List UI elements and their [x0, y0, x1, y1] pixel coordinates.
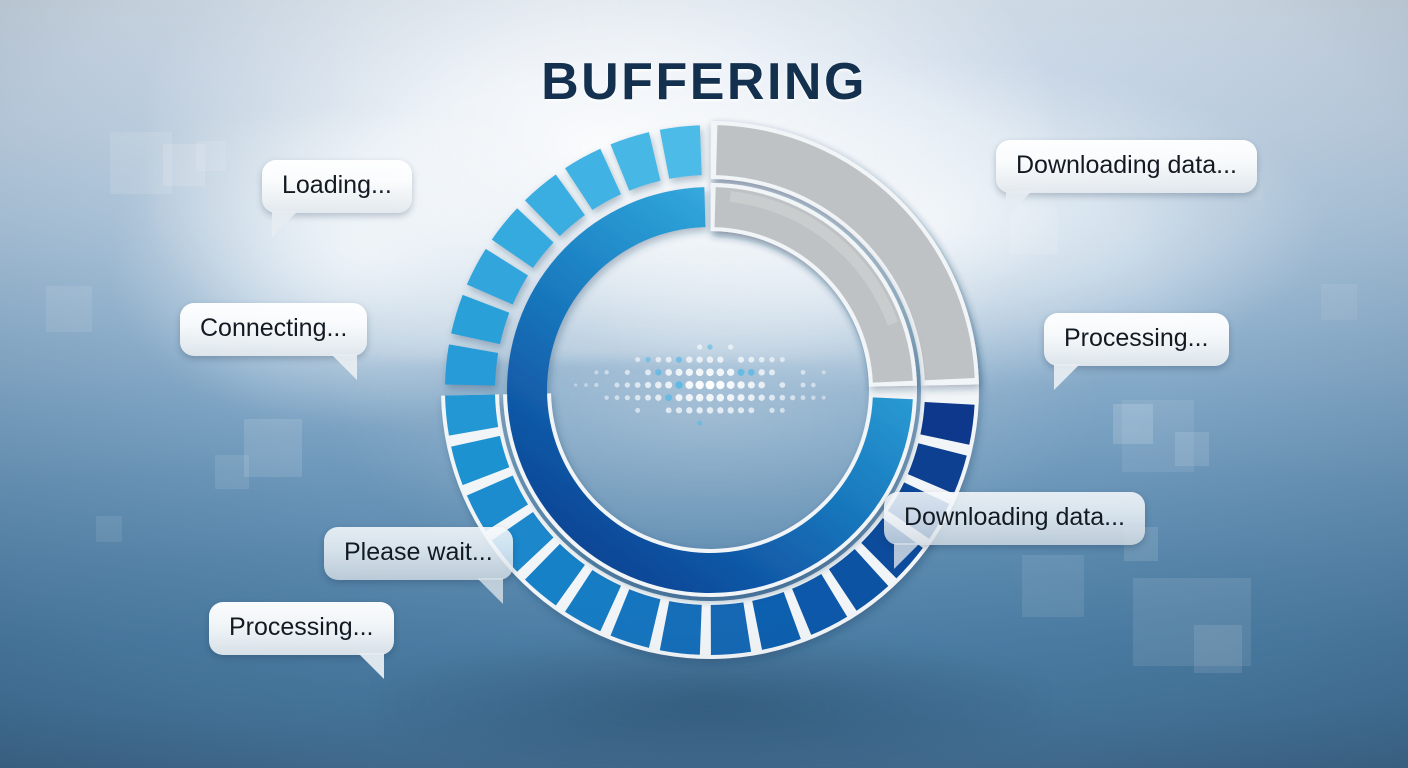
- decorative-square: [196, 141, 226, 171]
- decorative-square: [244, 419, 302, 477]
- decorative-square: [163, 144, 205, 186]
- decorative-square: [1194, 625, 1242, 673]
- progress-segment: [564, 148, 622, 211]
- decorative-square: [46, 286, 92, 332]
- status-bubble-label: Loading...: [282, 171, 392, 199]
- decorative-square: [1022, 555, 1084, 617]
- progress-ring: [420, 100, 1000, 680]
- progress-segment: [451, 294, 510, 345]
- status-bubble-label: Processing...: [229, 613, 374, 641]
- inner-arc-sheen: [729, 191, 898, 326]
- page-title: BUFFERING: [541, 53, 867, 111]
- status-bubble-label: Downloading data...: [1016, 151, 1237, 179]
- progress-segment: [524, 174, 585, 237]
- status-bubble-connecting: Connecting...: [180, 303, 368, 380]
- progress-inner-track: [710, 183, 917, 387]
- progress-segment: [564, 569, 622, 632]
- bubble-tail-icon: [1054, 364, 1080, 390]
- status-bubble-label: Processing...: [1064, 324, 1209, 352]
- bubble-tail-icon: [1006, 191, 1032, 217]
- progress-segment: [445, 344, 499, 386]
- decorative-square: [215, 455, 249, 489]
- progress-segment: [610, 132, 661, 191]
- progress-segment: [752, 591, 801, 650]
- decorative-square: [1321, 284, 1357, 320]
- status-bubble-label: Downloading data...: [904, 503, 1125, 531]
- progress-outer-ring: [441, 121, 980, 659]
- inner-track-arc: [714, 187, 913, 383]
- decorative-square: [96, 516, 122, 542]
- bubble-tail-icon: [357, 653, 384, 679]
- bubble-tail-icon: [894, 543, 920, 569]
- status-bubble-processing-left: Processing...: [209, 602, 394, 679]
- progress-track: [710, 121, 979, 386]
- progress-segment: [445, 394, 499, 436]
- progress-segment: [491, 208, 554, 268]
- decorative-square: [1133, 578, 1251, 666]
- decorative-square: [1175, 432, 1209, 466]
- bubble-tail-icon: [331, 354, 358, 380]
- progress-segment: [524, 543, 585, 606]
- progress-segment: [610, 589, 661, 648]
- status-bubble-downloading-bottom: Downloading data...: [884, 492, 1145, 569]
- progress-segment: [828, 549, 889, 611]
- status-bubble-downloading-top: Downloading data...: [996, 140, 1257, 217]
- status-bubble-please-wait: Please wait...: [324, 527, 513, 604]
- progress-segment: [659, 125, 702, 179]
- track-outer-backing: [710, 121, 979, 386]
- decorative-square: [1122, 400, 1194, 472]
- progress-segment: [466, 248, 529, 305]
- progress-segment: [466, 475, 529, 532]
- bubble-tail-icon: [272, 211, 298, 237]
- progress-ring-svg: [441, 121, 980, 659]
- status-bubble-label: Connecting...: [200, 314, 348, 342]
- progress-segment: [451, 435, 510, 486]
- track-outer-arc: [716, 125, 975, 381]
- decorative-square: [1113, 404, 1153, 444]
- progress-segment: [792, 573, 848, 635]
- status-bubble-loading: Loading...: [262, 160, 412, 237]
- progress-segment: [907, 443, 967, 494]
- progress-segment: [710, 602, 752, 655]
- bubble-tail-icon: [476, 578, 503, 604]
- status-bubble-processing-right: Processing...: [1044, 313, 1229, 390]
- progress-segment: [920, 402, 975, 445]
- progress-segment: [659, 601, 702, 655]
- decorative-square: [110, 132, 172, 194]
- status-bubble-label: Please wait...: [344, 538, 493, 566]
